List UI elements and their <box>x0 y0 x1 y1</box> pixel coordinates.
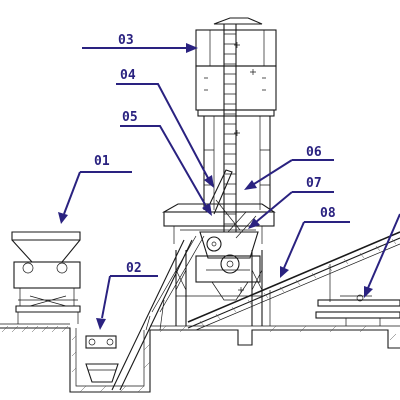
callout-label-02: 02 <box>126 261 142 276</box>
callout-label-08: 08 <box>320 206 336 221</box>
callout-leaders <box>58 43 400 330</box>
callout-label-04: 04 <box>120 68 136 83</box>
callout-label-03: 03 <box>118 33 134 48</box>
callout-label-05: 05 <box>122 110 138 125</box>
skip-pit-bucket <box>85 335 119 383</box>
belt-conveyor <box>187 231 400 331</box>
skip-incline-rail <box>111 235 205 391</box>
callout-label-06: 06 <box>306 145 322 160</box>
callout-label-07: 07 <box>306 176 322 191</box>
aggregate-hopper <box>11 231 81 324</box>
tower-ladder <box>223 24 237 232</box>
callout-label-01: 01 <box>94 154 110 169</box>
feed-chutes <box>205 169 257 239</box>
side-belt-frame <box>315 294 400 326</box>
ground-foundation <box>0 323 400 393</box>
